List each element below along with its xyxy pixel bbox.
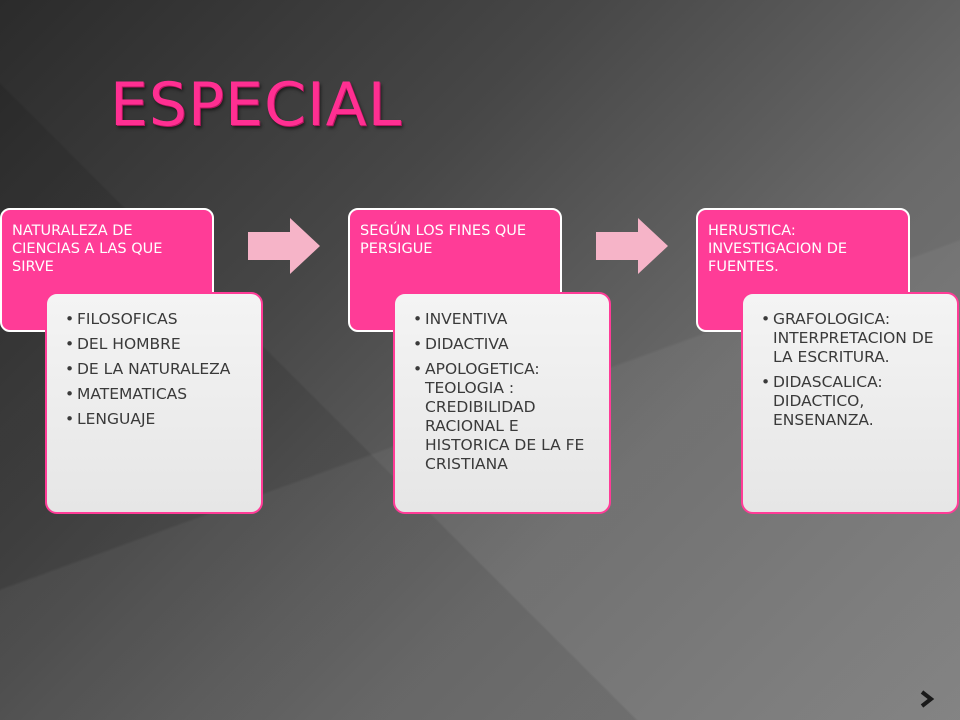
list-item: •FILOSOFICAS [65,310,178,328]
slide-title: ESPECIAL [110,70,403,140]
list-item: •DEL HOMBRE [65,335,181,353]
step-2-list-card: •INVENTIVA •DIDACTIVA •APOLOGETICA: TEOL… [393,292,611,514]
list-item: •MATEMATICAS [65,385,188,403]
flow-arrow-right-icon [248,218,320,274]
bullet-icon: • [761,373,771,391]
step-1-list-card: •FILOSOFICAS •DEL HOMBRE •DE LA NATURALE… [45,292,263,514]
list-item: •DIDASCALICA: DIDACTICO, ENSENANZA. [761,373,883,429]
bullet-icon: • [65,310,75,328]
list-item: •GRAFOLOGICA: INTERPRETACION DE LA ESCRI… [761,310,934,366]
step-1-list: •FILOSOFICAS •DEL HOMBRE •DE LA NATURALE… [65,310,251,429]
bullet-icon: • [413,335,423,353]
step-3-list-card: •GRAFOLOGICA: INTERPRETACION DE LA ESCRI… [741,292,959,514]
step-2-header: SEGÚN LOS FINES QUE PERSIGUE [348,208,562,332]
list-item: •DE LA NATURALEZA [65,360,231,378]
step-2-list: •INVENTIVA •DIDACTIVA •APOLOGETICA: TEOL… [413,310,599,474]
step-1-header-text: NATURALEZA DE CIENCIAS A LAS QUE SIRVE [12,223,163,275]
flow-arrow-right-icon [596,218,668,274]
step-3-list: •GRAFOLOGICA: INTERPRETACION DE LA ESCRI… [761,310,947,430]
bullet-icon: • [65,410,75,428]
list-item: •INVENTIVA [413,310,508,328]
list-item: •LENGUAJE [65,410,156,428]
step-3-header-text: HERUSTICA: INVESTIGACION DE FUENTES. [708,223,848,275]
list-item: •APOLOGETICA: TEOLOGIA : CREDIBILIDAD RA… [413,360,585,473]
list-item: •DIDACTIVA [413,335,509,353]
bullet-icon: • [65,335,75,353]
bullet-icon: • [65,385,75,403]
bullet-icon: • [761,310,771,328]
bullet-icon: • [413,310,423,328]
bullet-icon: • [413,360,423,378]
step-2-header-text: SEGÚN LOS FINES QUE PERSIGUE [360,223,527,257]
bullet-icon: • [65,360,75,378]
next-slide-arrow-icon[interactable] [918,690,936,708]
